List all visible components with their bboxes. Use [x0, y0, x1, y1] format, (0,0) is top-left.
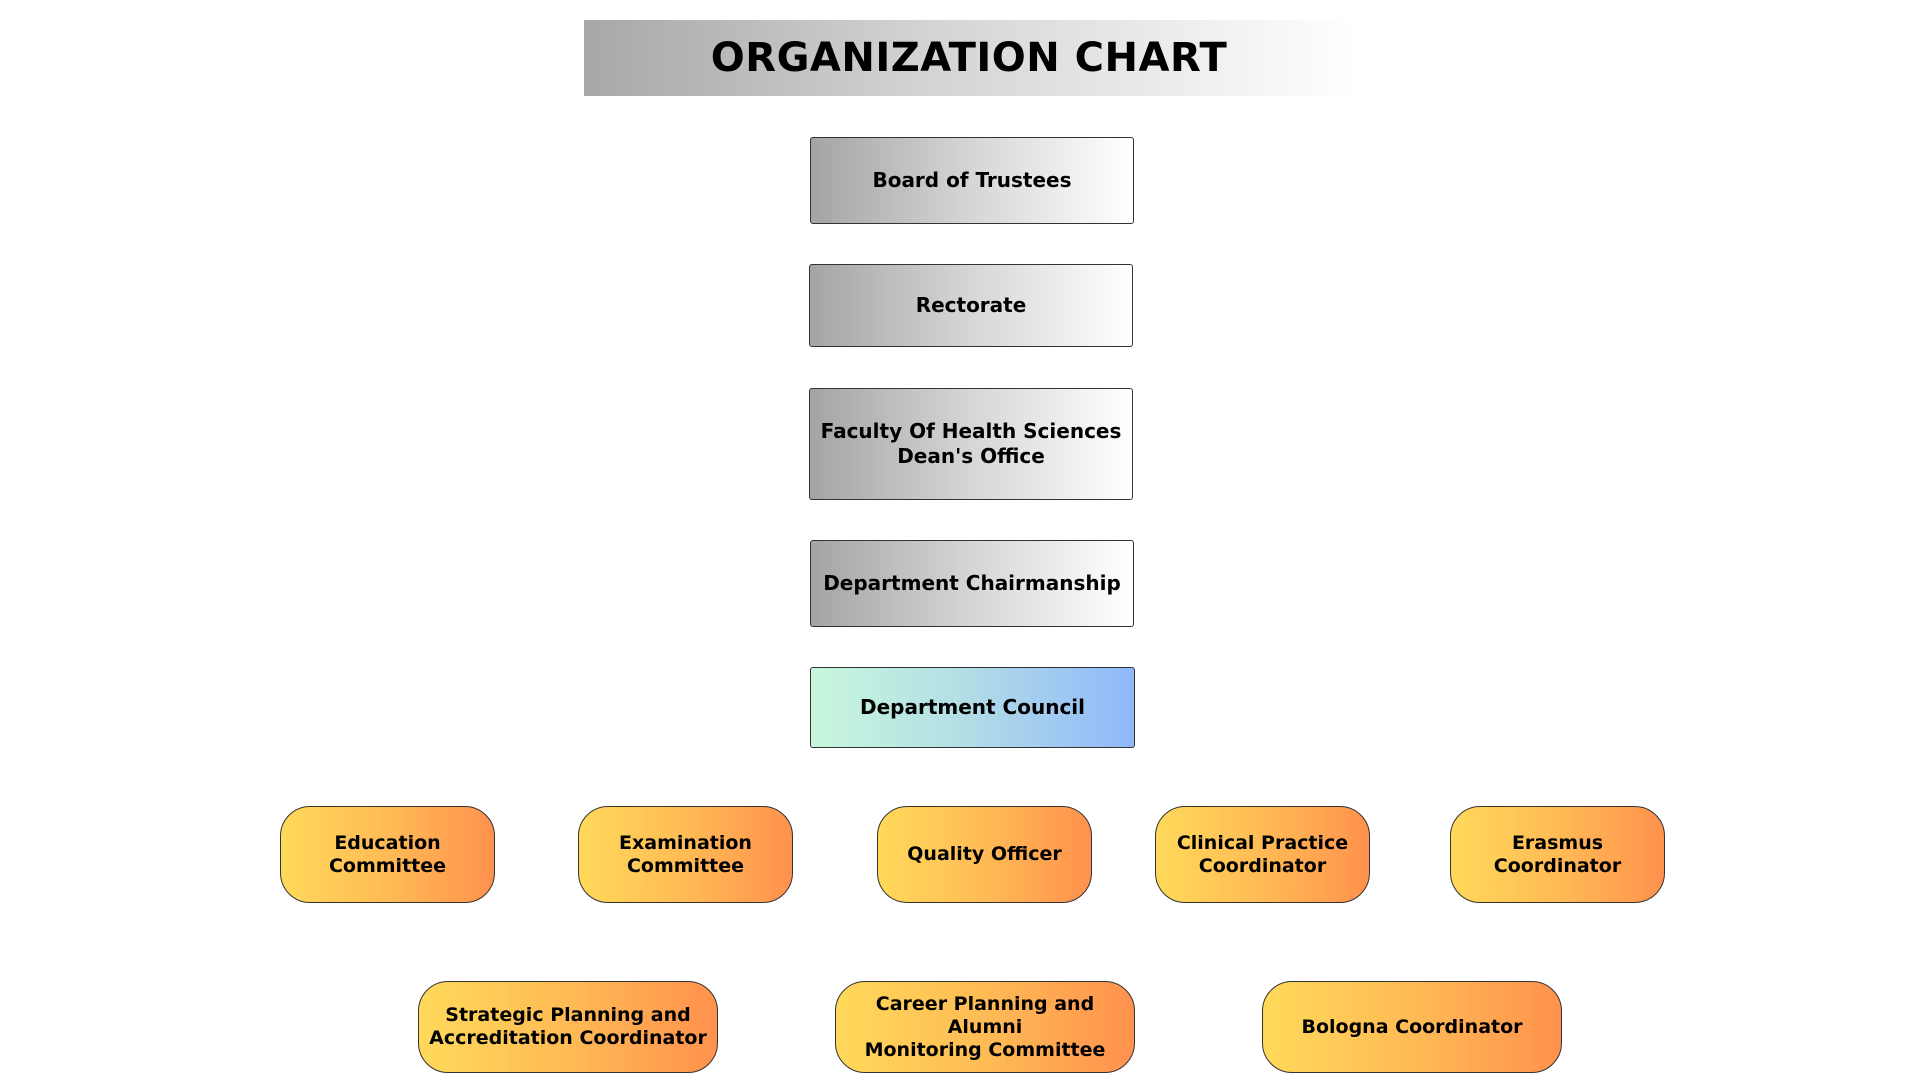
pill-label-line2: Committee [328, 854, 447, 877]
department-chairmanship-box: Department Chairmanship [810, 540, 1134, 627]
pill-label-line2: Coordinator [1493, 854, 1622, 877]
deans-office-label-line2: Dean's Office [897, 444, 1045, 468]
deans-office-label-line1: Faculty Of Health Sciences [820, 419, 1122, 443]
clinical-practice-coordinator-pill: Clinical Practice Coordinator [1155, 806, 1370, 903]
pill-label-line2: Coordinator [1198, 854, 1327, 877]
rectorate-label: Rectorate [915, 293, 1027, 317]
department-council-box: Department Council [810, 667, 1135, 748]
examination-committee-pill: Examination Committee [578, 806, 793, 903]
pill-label-line1: Education [334, 831, 441, 854]
pill-label-line2: Accreditation Coordinator [429, 1027, 707, 1049]
career-planning-committee-pill: Career Planning and Alumni Monitoring Co… [835, 981, 1135, 1073]
board-of-trustees-box: Board of Trustees [810, 137, 1134, 224]
pill-label-line1: Examination [619, 831, 752, 854]
pill-label-line1: Clinical Practice [1176, 831, 1349, 854]
board-of-trustees-label: Board of Trustees [872, 168, 1072, 192]
erasmus-coordinator-pill: Erasmus Coordinator [1450, 806, 1665, 903]
deans-office-box: Faculty Of Health Sciences Dean's Office [809, 388, 1133, 500]
pill-label-line2: Committee [626, 854, 745, 877]
pill-label-line1: Quality Officer [907, 843, 1062, 865]
pill-label-line1: Career Planning and Alumni [875, 992, 1095, 1038]
pill-label-line1: Bologna Coordinator [1301, 1015, 1523, 1038]
department-council-label: Department Council [859, 695, 1086, 719]
department-chairmanship-label: Department Chairmanship [823, 571, 1121, 595]
chart-title: ORGANIZATION CHART [710, 35, 1228, 81]
education-committee-pill: Education Committee [280, 806, 495, 903]
rectorate-box: Rectorate [809, 264, 1133, 347]
quality-officer-pill: Quality Officer [877, 806, 1092, 903]
pill-label-line2: Monitoring Committee [864, 1038, 1106, 1061]
strategic-planning-coordinator-pill: Strategic Planning and Accreditation Coo… [418, 981, 718, 1073]
title-banner: ORGANIZATION CHART [584, 20, 1354, 96]
pill-label-line1: Erasmus [1511, 831, 1604, 854]
pill-label-line1: Strategic Planning and [445, 1004, 691, 1026]
bologna-coordinator-pill: Bologna Coordinator [1262, 981, 1562, 1073]
